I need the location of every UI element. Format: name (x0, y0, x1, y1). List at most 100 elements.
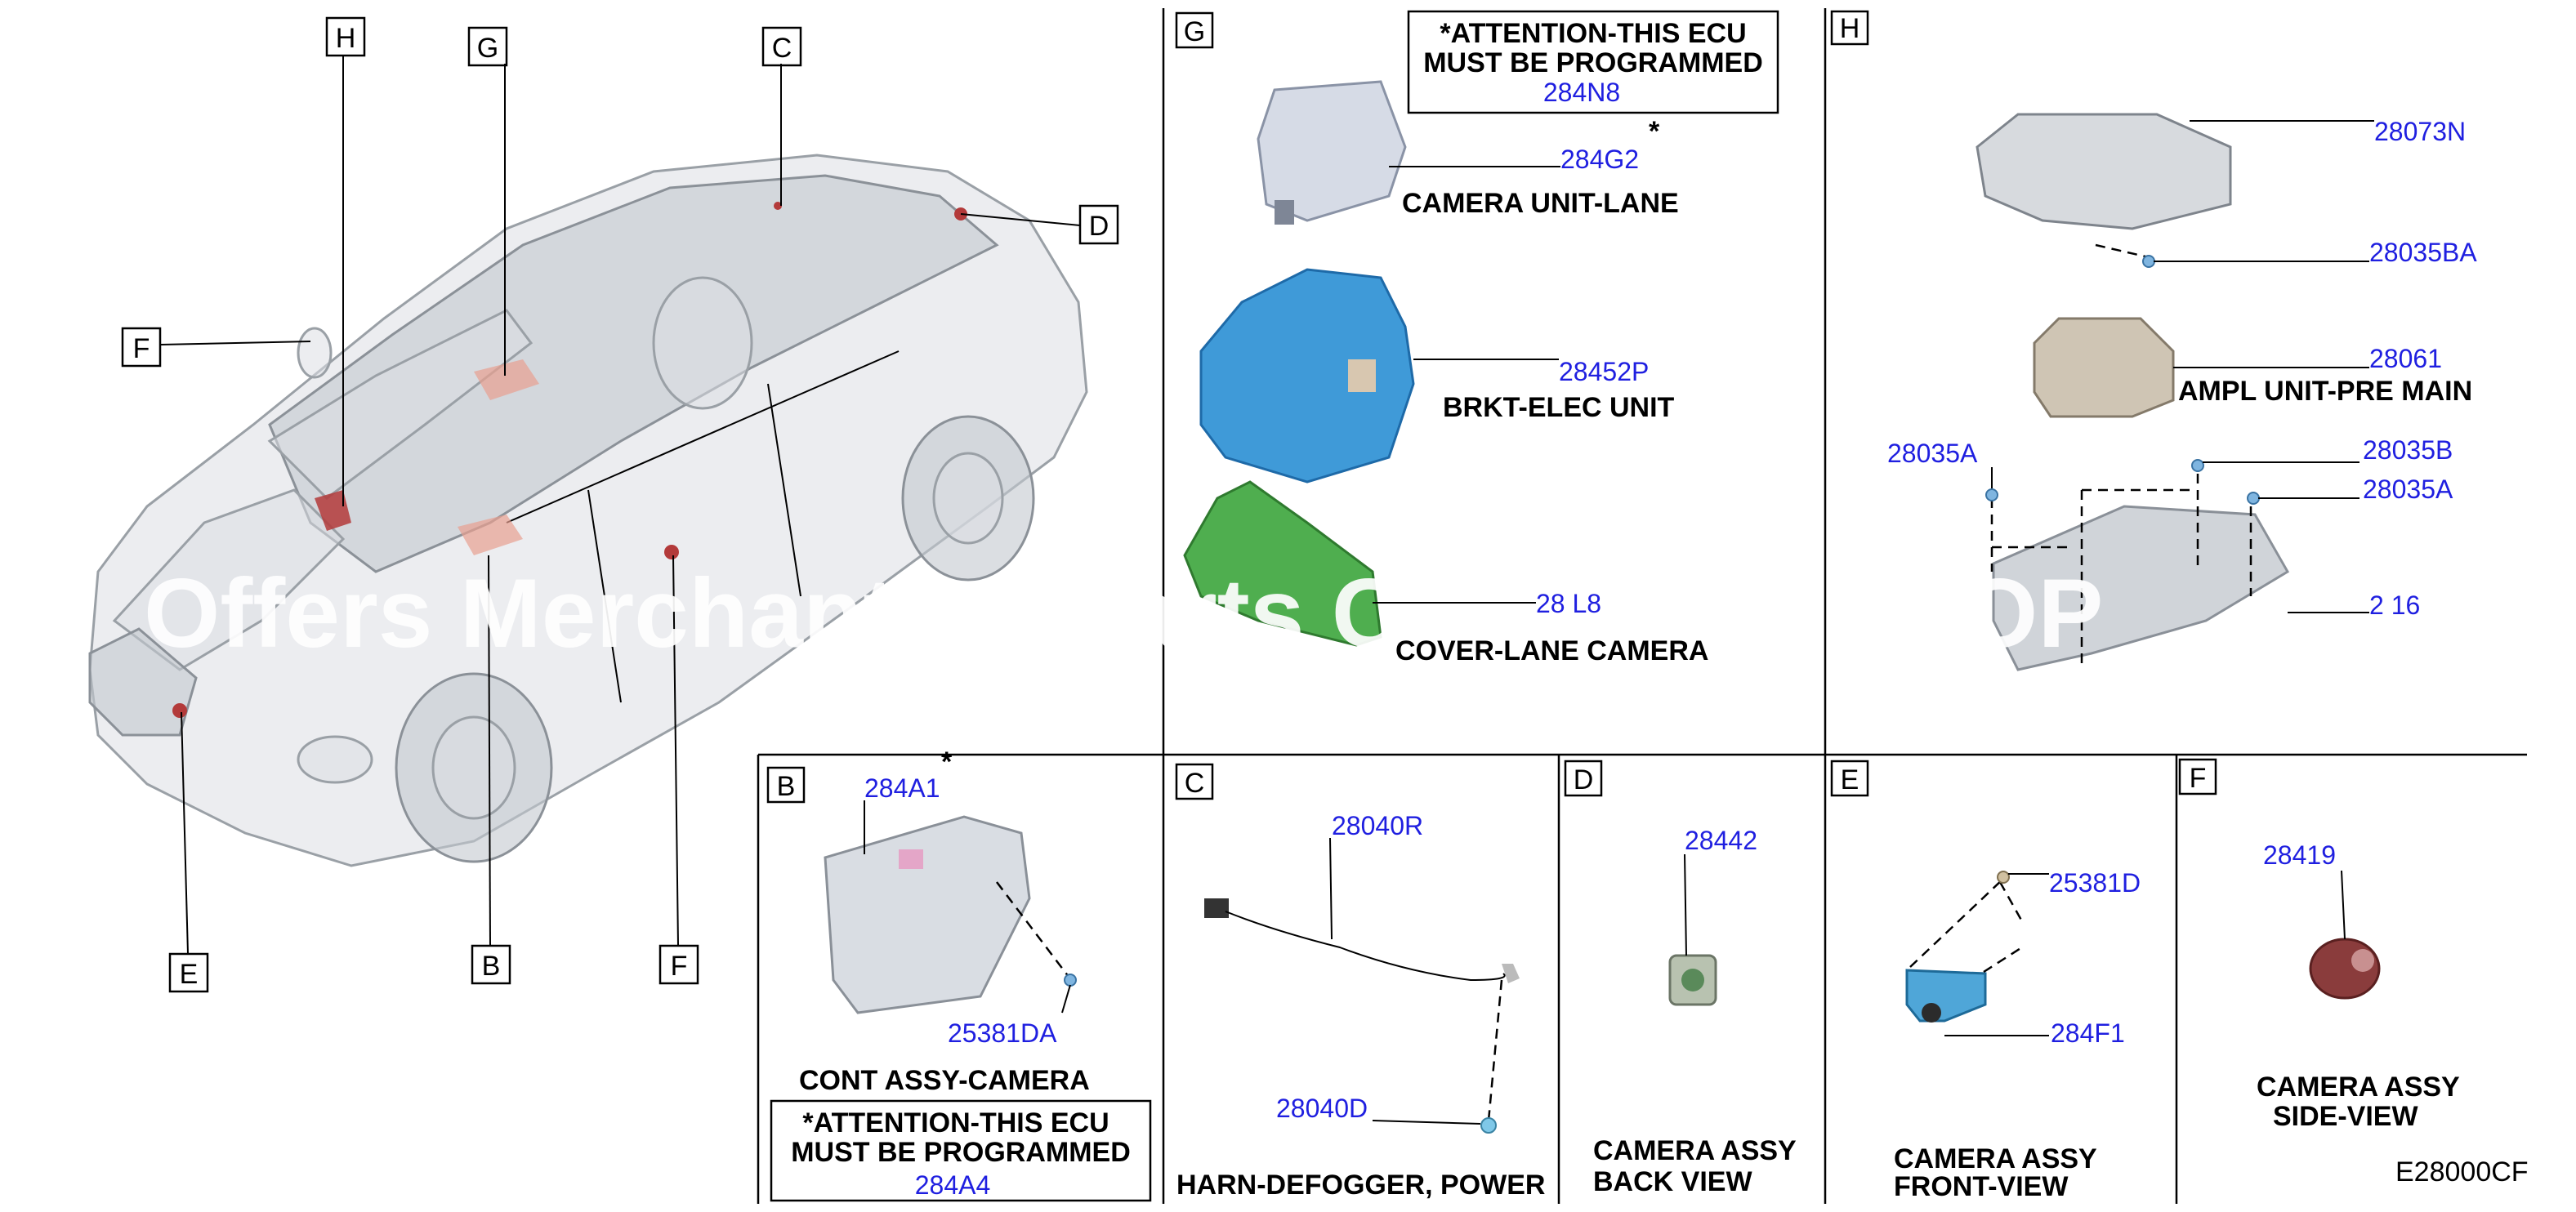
callout-e: E (168, 952, 209, 993)
svg-text:AMPL UNIT-PRE MAIN: AMPL UNIT-PRE MAIN (2178, 376, 2472, 407)
brkt-elec-unit-part: 28452P BRKT-ELEC UNIT (1199, 268, 1675, 483)
svg-text:B: B (482, 951, 501, 982)
panel-c: C 28040R 28040D HARN-DEFOGGER, POWER (1175, 763, 1545, 1201)
panel-d: D 28442 CAMERA ASSY BACK VIEW (1564, 760, 1797, 1197)
panel-e: E 25381D 284F1 CAMERA ASSY FRONT-VIEW (1830, 760, 2141, 1202)
svg-text:28061: 28061 (2369, 344, 2442, 373)
vehicle-grille (88, 627, 198, 737)
side-mirror (297, 327, 333, 379)
rear-wheel-inner (652, 276, 753, 410)
svg-text:F: F (671, 951, 688, 982)
callout-g: G (467, 26, 508, 67)
callout-b: B (471, 944, 511, 985)
watermark-text: Offers Merchant Parts C STOP (144, 559, 2103, 668)
amp-cover-part: 28073N (1976, 113, 2466, 230)
svg-text:COVER-LANE CAMERA: COVER-LANE CAMERA (1395, 635, 1708, 666)
svg-text:G: G (1184, 16, 1205, 47)
svg-text:CAMERA ASSY: CAMERA ASSY (2257, 1072, 2460, 1103)
svg-text:HARN-DEFOGGER, POWER: HARN-DEFOGGER, POWER (1176, 1170, 1545, 1201)
callout-d: D (1078, 204, 1119, 245)
amp-bracket-part: 28035A 28035B 28035A 2 16 (1887, 435, 2453, 671)
svg-text:28 L8: 28 L8 (1536, 589, 1601, 618)
callout-f-right: F (659, 944, 699, 985)
svg-text:284N8: 284N8 (1543, 78, 1620, 107)
svg-text:C: C (772, 33, 792, 64)
svg-text:SIDE-VIEW: SIDE-VIEW (2273, 1101, 2418, 1132)
svg-text:28452P: 28452P (1559, 357, 1649, 386)
diagram-code: E28000CF (2395, 1156, 2529, 1187)
svg-text:284G2: 284G2 (1560, 145, 1639, 174)
rear-wheel-hub (932, 452, 1004, 545)
svg-text:284A4: 284A4 (915, 1170, 991, 1200)
harn-defogger-part: 28040R 28040D (1204, 811, 1520, 1134)
svg-text:28035BA: 28035BA (2369, 238, 2477, 267)
component-location-c (774, 202, 782, 210)
door-lines (506, 350, 900, 703)
svg-text:*: * (941, 746, 953, 778)
callout-f-left: F (121, 327, 162, 368)
svg-text:25381D: 25381D (2049, 868, 2141, 898)
svg-text:FRONT-VIEW: FRONT-VIEW (1894, 1171, 2069, 1202)
svg-text:G: G (477, 33, 498, 64)
svg-text:CAMERA ASSY: CAMERA ASSY (1894, 1143, 2097, 1174)
svg-text:25381DA: 25381DA (948, 1018, 1057, 1048)
svg-text:CAMERA UNIT-LANE: CAMERA UNIT-LANE (1402, 188, 1679, 219)
svg-text:*: * (1649, 116, 1660, 147)
component-location-e (172, 703, 187, 718)
svg-text:B: B (777, 771, 796, 802)
callout-c: C (761, 26, 802, 67)
svg-text:*ATTENTION-THIS ECU: *ATTENTION-THIS ECU (802, 1107, 1109, 1138)
cont-assy-camera-part: 284A1 25381DA (824, 773, 1077, 1048)
component-location-h (315, 490, 351, 531)
svg-text:CONT ASSY-CAMERA: CONT ASSY-CAMERA (799, 1065, 1090, 1096)
svg-text:28040R: 28040R (1332, 811, 1423, 840)
cover-lane-camera-part: 28 L8 COVER-LANE CAMERA (1183, 480, 1708, 666)
svg-text:E: E (180, 959, 199, 990)
svg-text:D: D (1574, 764, 1594, 795)
svg-text:*ATTENTION-THIS ECU: *ATTENTION-THIS ECU (1440, 18, 1746, 49)
attention-box-b: *ATTENTION-THIS ECU MUST BE PROGRAMMED 2… (770, 1099, 1152, 1202)
svg-text:H: H (336, 23, 356, 54)
headlamp (297, 735, 373, 784)
screw-28035ba: 28035BA (2095, 238, 2477, 268)
panel-f: F 28419 CAMERA ASSY SIDE-VIEW E28000CF (2178, 758, 2529, 1187)
svg-text:E: E (1841, 764, 1859, 795)
panel-g: G *ATTENTION-THIS ECU MUST BE PROGRAMMED… (1175, 10, 1779, 666)
panel-frames (757, 8, 2527, 1204)
svg-text:CAMERA ASSY: CAMERA ASSY (1593, 1135, 1797, 1166)
svg-text:28035B: 28035B (2363, 435, 2453, 465)
svg-text:28035A: 28035A (2363, 475, 2453, 504)
camera-assy-side-view-part: 28419 (2263, 840, 2381, 1000)
camera-assy-front-view-part: 25381D 284F1 (1905, 868, 2141, 1048)
component-location-b (458, 515, 523, 555)
panel-h: H 28073N 28035BA 28061 AMPL UNIT-PRE MAI… (1830, 10, 2477, 671)
svg-text:MUST BE PROGRAMMED: MUST BE PROGRAMMED (791, 1137, 1131, 1168)
camera-assy-back-view-part: 28442 (1668, 826, 1757, 1006)
svg-text:284F1: 284F1 (2051, 1018, 2125, 1048)
svg-text:2 16: 2 16 (2369, 590, 2420, 620)
svg-text:28073N: 28073N (2374, 117, 2466, 146)
vehicle-body (88, 154, 1088, 867)
vehicle-overview: H G C D F E B F (88, 16, 1119, 993)
svg-text:BRKT-ELEC UNIT: BRKT-ELEC UNIT (1443, 392, 1675, 423)
svg-text:28040D: 28040D (1276, 1094, 1368, 1123)
ampl-unit-pre-main-part: 28061 AMPL UNIT-PRE MAIN (2033, 317, 2472, 418)
front-wheel-hub (431, 715, 516, 820)
svg-text:284A1: 284A1 (864, 773, 940, 803)
svg-text:F: F (2190, 763, 2207, 794)
component-location-f-right (664, 545, 679, 559)
callout-h: H (325, 16, 366, 57)
svg-text:H: H (1840, 13, 1860, 44)
svg-text:28419: 28419 (2263, 840, 2336, 870)
attention-box-g: *ATTENTION-THIS ECU MUST BE PROGRAMMED 2… (1407, 10, 1779, 114)
component-location-g (474, 359, 539, 400)
svg-text:MUST BE PROGRAMMED: MUST BE PROGRAMMED (1423, 47, 1763, 78)
svg-text:D: D (1089, 211, 1109, 242)
panel-b: B * 284A1 25381DA CONT ASSY-CAMERA *ATTE… (766, 746, 1152, 1202)
svg-text:BACK VIEW: BACK VIEW (1593, 1166, 1752, 1197)
svg-text:28035A: 28035A (1887, 439, 1978, 468)
svg-text:28442: 28442 (1685, 826, 1757, 855)
vehicle-roof (268, 174, 999, 573)
svg-text:C: C (1185, 768, 1205, 799)
